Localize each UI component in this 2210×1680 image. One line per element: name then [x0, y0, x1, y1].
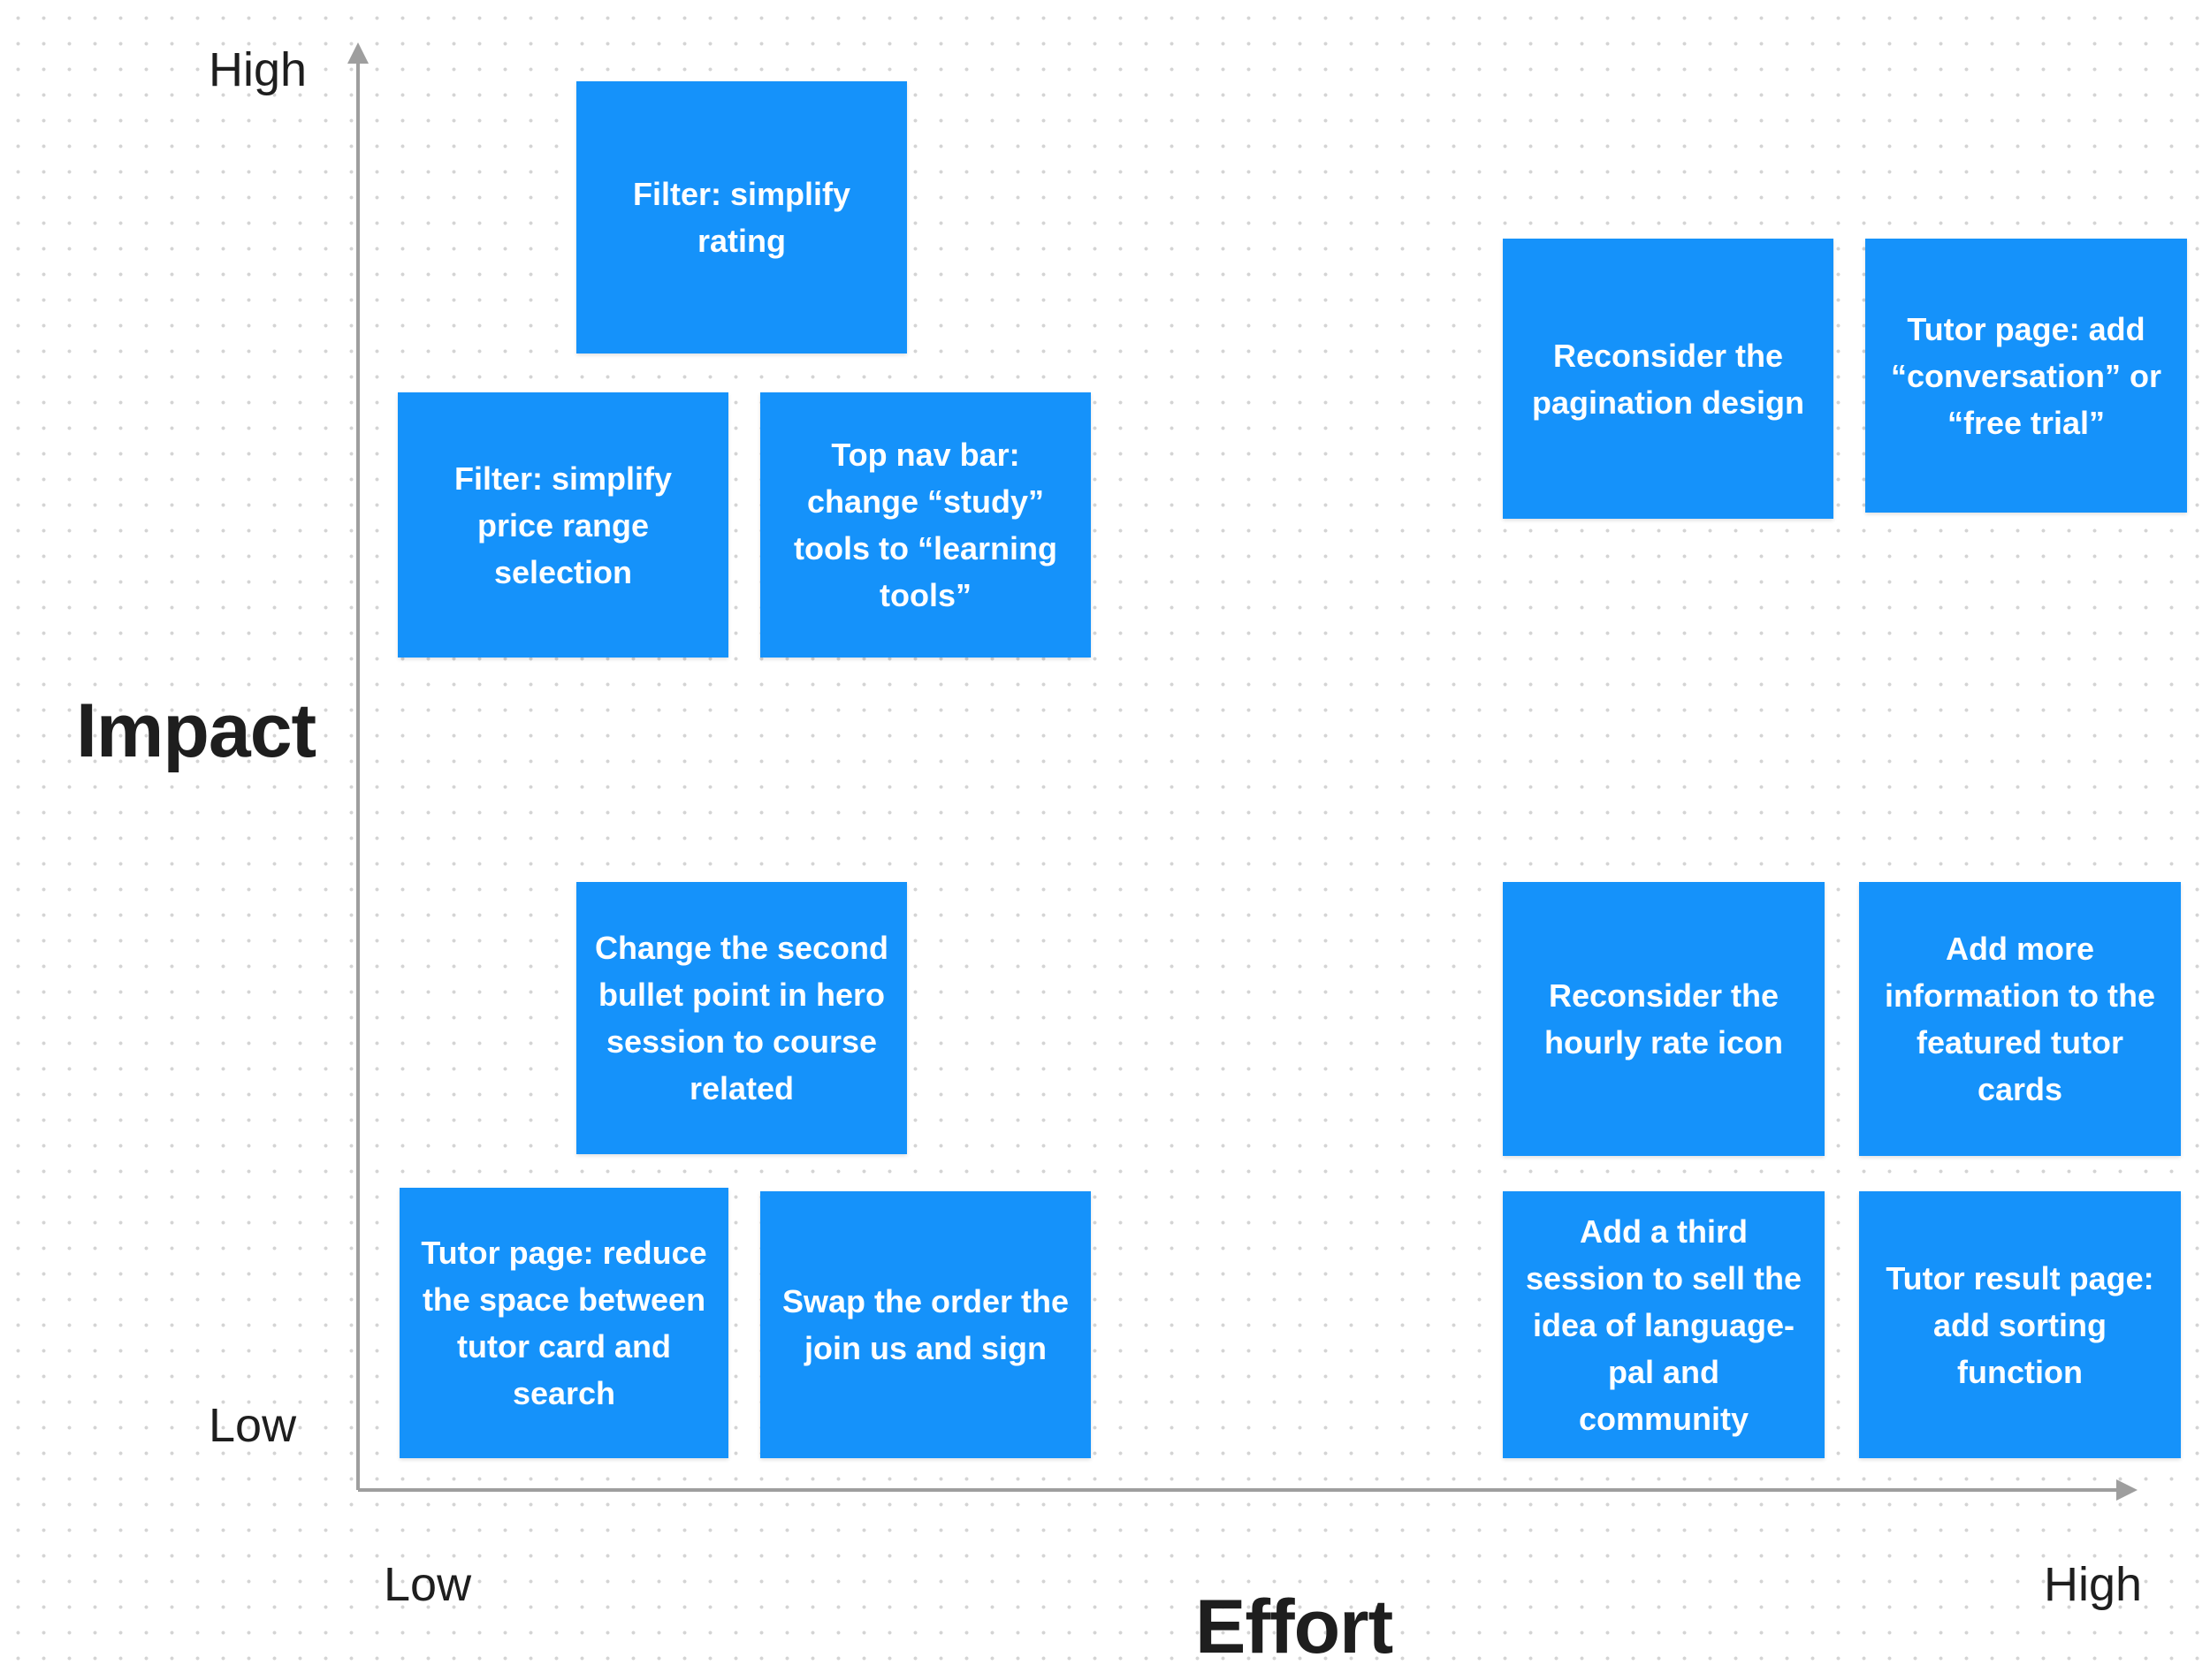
sticky-note[interactable]: Top nav bar: change “study” tools to “le…	[760, 392, 1091, 658]
sticky-note[interactable]: Tutor page: add “conversation” or “free …	[1865, 239, 2187, 513]
sticky-note[interactable]: Filter: simplify price range selection	[398, 392, 728, 658]
sticky-note[interactable]: Tutor result page: add sorting function	[1859, 1191, 2181, 1458]
sticky-note-text: Filter: simplify rating	[632, 176, 851, 259]
x-high-label: High	[2044, 1558, 2143, 1611]
sticky-note-text: Reconsider the hourly rate icon	[1543, 977, 1784, 1060]
sticky-note[interactable]: Reconsider the hourly rate icon	[1503, 882, 1825, 1156]
sticky-note[interactable]: Swap the order the join us and sign	[760, 1191, 1091, 1458]
sticky-note-text: Reconsider the pagination design	[1531, 337, 1804, 421]
sticky-note[interactable]: Change the second bullet point in hero s…	[576, 882, 907, 1154]
sticky-note-text: Filter: simplify price range selection	[453, 460, 673, 590]
x-axis-title: Effort	[1195, 1585, 1393, 1669]
sticky-note-text: Tutor page: add “conversation” or “free …	[1890, 310, 2162, 441]
sticky-note-text: Tutor result page: add sorting function	[1886, 1259, 2154, 1390]
sticky-note[interactable]: Reconsider the pagination design	[1503, 239, 1833, 519]
sticky-note[interactable]: Add a third session to sell the idea of …	[1503, 1191, 1825, 1458]
y-axis-arrowhead	[347, 42, 369, 64]
x-axis-arrowhead	[2116, 1479, 2138, 1501]
x-low-label: Low	[384, 1558, 472, 1611]
sticky-note[interactable]: Tutor page: reduce the space between tut…	[400, 1188, 728, 1458]
y-axis-title: Impact	[76, 688, 316, 773]
sticky-note-text: Change the second bullet point in hero s…	[594, 930, 889, 1106]
y-low-label: Low	[209, 1399, 297, 1452]
sticky-note-text: Tutor page: reduce the space between tut…	[421, 1235, 707, 1411]
sticky-note-text: Add a third session to sell the idea of …	[1525, 1212, 1802, 1437]
sticky-note-text: Add more information to the featured tut…	[1885, 931, 2155, 1107]
sticky-note-text: Swap the order the join us and sign	[781, 1283, 1070, 1366]
sticky-note[interactable]: Add more information to the featured tut…	[1859, 882, 2181, 1156]
sticky-note-text: Top nav bar: change “study” tools to “le…	[793, 437, 1057, 613]
y-high-label: High	[209, 43, 308, 96]
sticky-note[interactable]: Filter: simplify rating	[576, 81, 907, 353]
